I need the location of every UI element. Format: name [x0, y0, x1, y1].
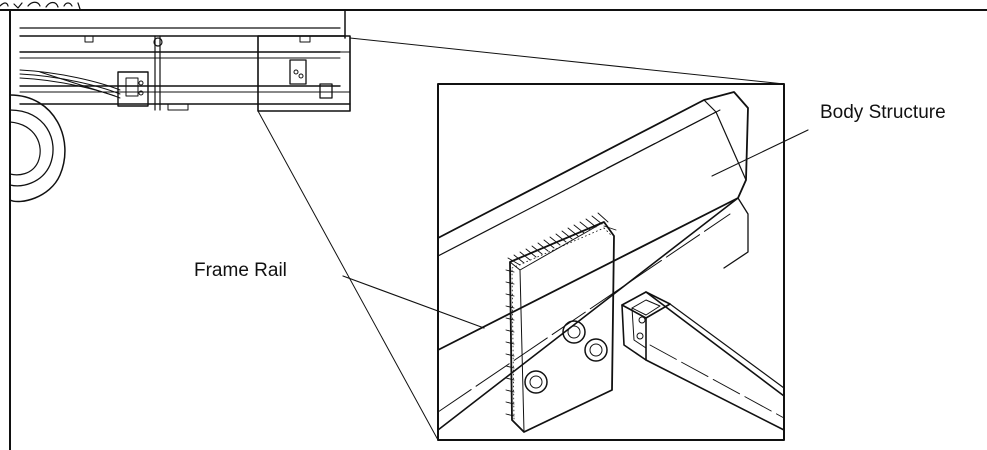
- document-frame: [0, 9, 987, 450]
- weld-seam: [505, 212, 617, 417]
- leader-lines: [342, 129, 809, 329]
- zoom-projection-lines: [257, 37, 785, 441]
- bolt-icon: [562, 320, 586, 344]
- bolt-icon: [524, 370, 548, 394]
- label-frame-rail: Frame Rail: [194, 260, 287, 281]
- page-header-fragment: [0, 1, 81, 10]
- label-body-structure: Body Structure: [820, 102, 946, 123]
- bolt-icon: [584, 338, 608, 362]
- vehicle-overview: [9, 9, 351, 203]
- body-structure-beam: [437, 91, 749, 351]
- bolt-group: [524, 320, 608, 394]
- cross-member: [621, 291, 785, 431]
- frame-rail-beam: [437, 197, 749, 431]
- detail-view: [437, 83, 785, 441]
- mounting-plate: [509, 221, 615, 433]
- detail-callout-box: [257, 35, 351, 112]
